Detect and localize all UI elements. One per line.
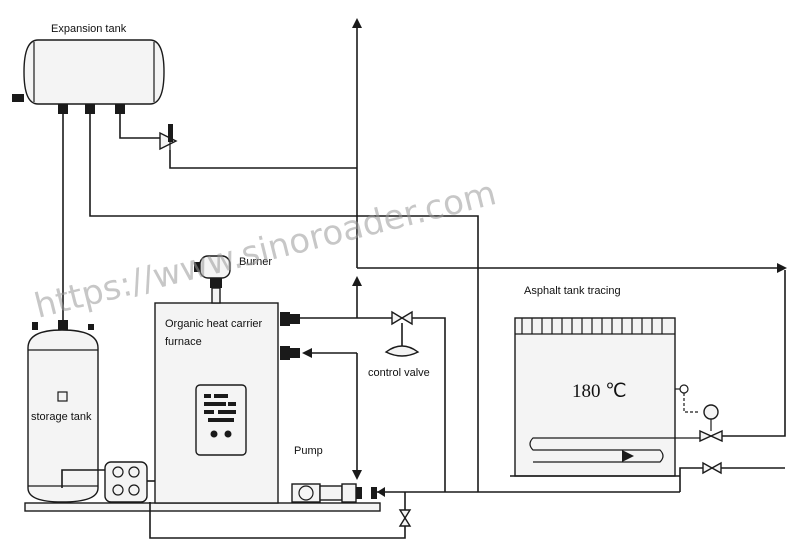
pipelines	[61, 18, 787, 539]
expansion-tank-label: Expansion tank	[51, 23, 127, 35]
furnace-label-line1: Organic heat carrier	[165, 318, 263, 330]
asphalt-tank-label: Asphalt tank tracing	[524, 285, 621, 297]
asphalt-tank	[510, 317, 719, 477]
oil-pump-unit	[104, 461, 148, 503]
storage-tank	[27, 320, 99, 503]
organic-heat-carrier-furnace	[154, 302, 300, 504]
burner-label: Burner	[239, 256, 272, 268]
control-valve-label: control valve	[368, 367, 430, 379]
pump-label: Pump	[294, 445, 323, 457]
temperature-label: 180 ℃	[572, 381, 627, 402]
valves	[159, 124, 723, 527]
furnace-label-line2: furnace	[165, 336, 202, 348]
circulation-pump	[291, 483, 377, 503]
burner	[194, 255, 231, 304]
base-rail	[24, 502, 381, 512]
storage-tank-label: storage tank	[31, 411, 92, 423]
expansion-tank	[12, 39, 165, 114]
